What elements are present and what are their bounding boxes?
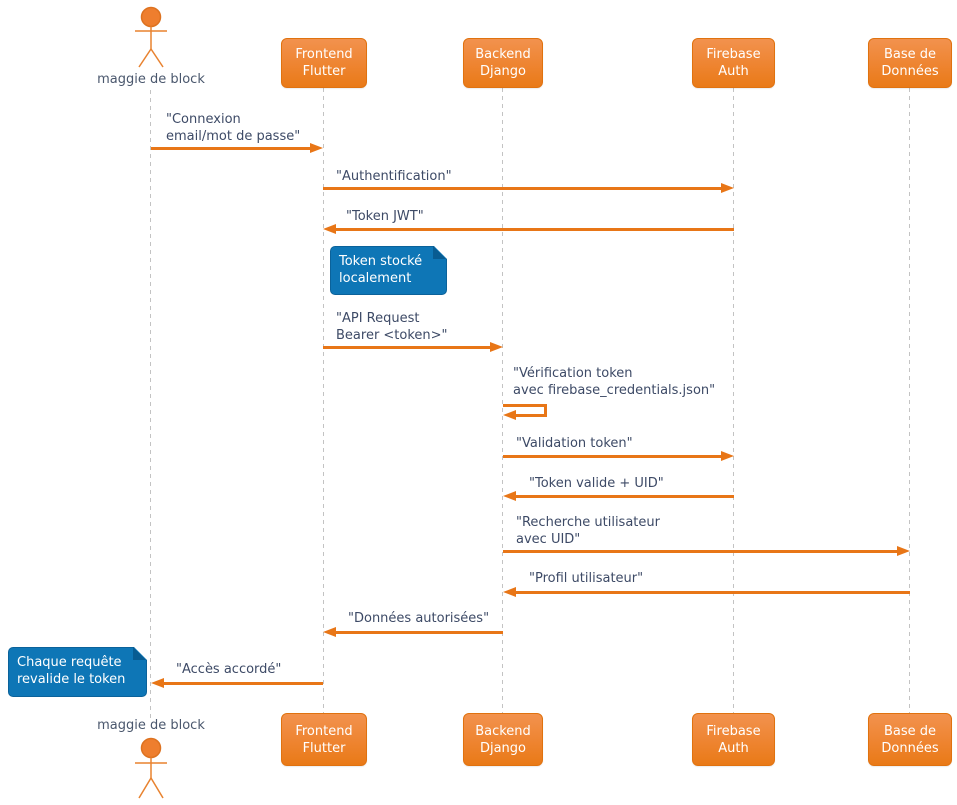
participant-firebase-top: Firebase Auth	[692, 38, 775, 88]
lifeline-firebase	[733, 88, 734, 713]
participant-firebase-bottom: Firebase Auth	[692, 713, 775, 766]
message-label: "Vérification token avec firebase_creden…	[513, 366, 716, 398]
participant-backend-top: Backend Django	[463, 38, 543, 88]
arrowhead-left-icon	[151, 678, 164, 688]
message-label: "Validation token"	[516, 436, 633, 451]
self-arrow-side	[544, 404, 547, 417]
participant-database-bottom: Base de Données	[868, 713, 952, 766]
message-arrow-line	[151, 147, 312, 150]
arrowhead-right-icon	[310, 143, 323, 153]
self-arrow-bottom	[514, 414, 547, 417]
note-token-stocke: Token stocké localement	[330, 246, 447, 295]
message-arrow-line	[162, 682, 323, 685]
participant-database-top: Base de Données	[868, 38, 952, 88]
message-label: "Authentification"	[336, 169, 452, 184]
message-arrow-line	[323, 346, 492, 349]
message-label: "Token JWT"	[346, 209, 424, 224]
message-arrow-line	[514, 591, 910, 594]
message-label: "Accès accordé"	[176, 662, 282, 677]
message-arrow-line	[334, 228, 734, 231]
lifeline-database	[909, 88, 910, 713]
arrowhead-left-icon	[503, 410, 516, 420]
lifeline-backend	[502, 88, 503, 713]
actor-name-top: maggie de block	[97, 72, 205, 87]
message-label: "Connexion email/mot de passe"	[166, 112, 301, 144]
arrowhead-left-icon	[323, 224, 336, 234]
message-label: "Token valide + UID"	[529, 476, 664, 491]
note-revalide-token: Chaque requête revalide le token	[8, 647, 147, 697]
participant-backend-bottom: Backend Django	[463, 713, 543, 766]
arrowhead-left-icon	[323, 627, 336, 637]
participant-frontend-bottom: Frontend Flutter	[281, 713, 367, 766]
message-label: "Recherche utilisateur avec UID"	[516, 515, 660, 547]
message-arrow-line	[323, 187, 723, 190]
lifeline-frontend	[323, 88, 324, 713]
arrowhead-left-icon	[503, 491, 516, 501]
message-arrow-line	[503, 455, 723, 458]
message-label: "API Request Bearer <token>"	[336, 311, 448, 343]
participant-frontend-top: Frontend Flutter	[281, 38, 367, 88]
message-arrow-line	[514, 495, 734, 498]
self-arrow-top	[503, 404, 547, 407]
message-label: "Profil utilisateur"	[529, 571, 644, 586]
message-label: "Données autorisées"	[348, 611, 490, 626]
lifeline-actor	[150, 90, 151, 718]
actor-name-bottom: maggie de block	[97, 718, 205, 733]
actor-icon-top	[135, 6, 167, 68]
actor-icon-bottom	[135, 737, 167, 799]
message-arrow-line	[334, 631, 503, 634]
arrowhead-left-icon	[503, 587, 516, 597]
message-arrow-line	[503, 550, 899, 553]
